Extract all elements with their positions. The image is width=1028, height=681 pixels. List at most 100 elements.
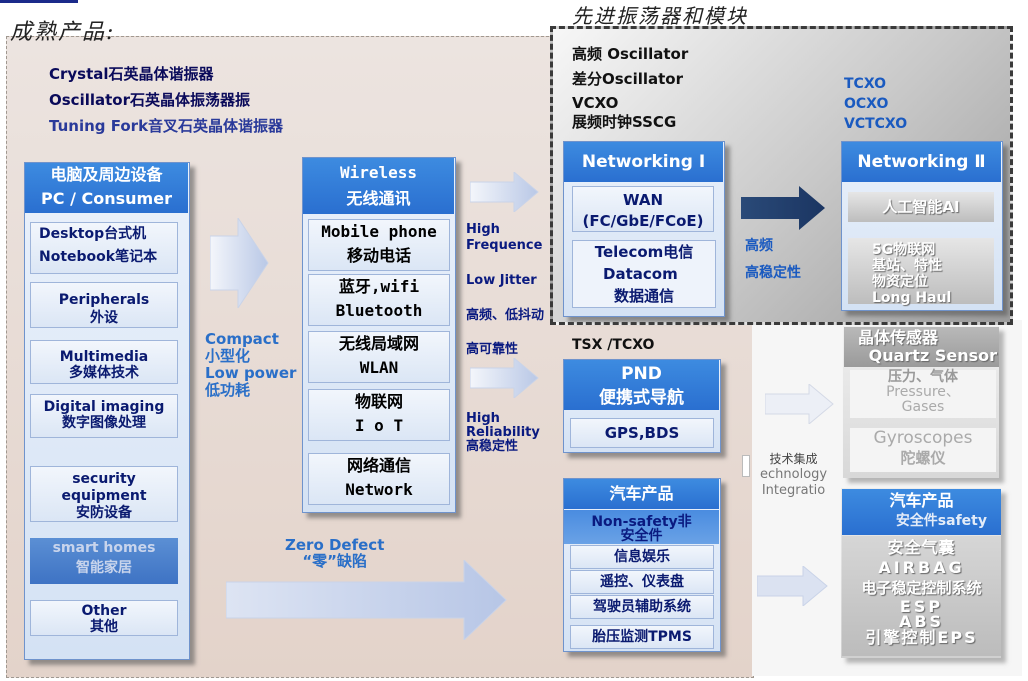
auto-item-tpms: 胎压监测TPMS [570,625,714,649]
pc-header-en: PC / Consumer [41,189,172,208]
arrow-to-auto-safety-icon [757,566,829,606]
feature-high-frequence: High Frequence [466,222,542,254]
net-mid-text: 高频 高稳定性 [745,233,801,287]
product-lines: Crystal石英晶体谐振器 Oscillator石英晶体振荡器振 Tuning… [49,61,283,139]
auto-non-safety-header: 汽车产品 [564,479,719,509]
pc-item-security-label2: equipment [61,488,147,504]
advanced-list-item-4: 展频时钟SSCG [572,113,677,131]
wan-label: WAN [622,191,664,209]
quartz-sensor-header: 晶体传感器 Quartz Sensor [844,327,999,367]
tech-bracket [742,455,750,477]
feature-high-reliability-cn: 高可靠性 [466,342,519,357]
wireless-header-cn: 无线通讯 [346,189,411,208]
pnd-header: PND 便携式导航 [564,360,719,410]
feature-low-jitter: Low Jitter [466,273,537,288]
wireless-item-bluetooth-label: 蓝牙,wifi [338,277,420,296]
pnd-gps-bds: GPS,BDS [570,418,714,448]
pc-item-security-sub: 安防设备 [76,505,132,521]
pc-item-other-sub: 其他 [90,619,118,635]
auto-item-infotainment: 信息娱乐 [570,545,714,569]
feature-high: High [466,222,500,237]
wireless-item-iot-sub: I o T [354,416,404,435]
wireless-item-network-label: 网络通信 [346,456,411,475]
pc-item-multimedia-label: Multimedia [59,349,149,365]
pc-item-other-label: Other [81,603,127,619]
wireless-item-mobile-sub: 移动电话 [346,246,411,265]
feature-reliability: Reliability [466,425,540,440]
compact-low-power-text: Compact 小型化 Low power 低功耗 [205,331,296,399]
datacom-label: Datacom [603,265,678,283]
wireless-header: Wireless 无线通讯 [303,158,454,214]
sensor-gyroscopes-en: Gyroscopes [873,428,973,448]
networking-2-items: 5G物联网 基站、特性 物资定位 Long Haul [848,238,994,306]
compact-label: Compact [205,330,279,348]
auto-safety-header: 汽车产品 安全件safety [842,489,1001,535]
safety-item-airbag: AIRBAG [878,558,965,577]
pc-item-desktop-sub: Notebook笔记本 [39,249,158,265]
sensor-gases: Gases [901,399,945,415]
networking-1-telecom: Telecom电信 Datacom 数据通信 [572,240,716,308]
networking-2-header: Networking Ⅱ [842,142,1001,182]
sensor-pressure: 压力、气体 Pressure、 Gases [850,370,996,418]
pc-item-multimedia-sub: 多媒体技术 [69,365,139,381]
product-line-tuning-fork: Tuning Fork音叉石英晶体谐振器 [49,117,284,135]
auto-item-remote-dashboard: 遥控、仪表盘 [570,570,714,594]
pc-item-desktop-label: Desktop台式机 [39,226,147,242]
zero-defect-sub: “零”缺陷 [302,552,368,570]
pc-item-peripherals: Peripherals 外设 [30,282,178,328]
net2-item-positioning: 物资定位 [872,274,928,290]
wireless-header-en: Wireless [339,163,418,182]
pc-item-digital-imaging: Digital imaging 数字图像处理 [30,394,178,438]
sensor-header-cn: 晶体传感器 [858,328,939,347]
wireless-item-bluetooth-sub: Bluetooth [335,301,423,320]
non-safety-label: Non-safety非 [591,514,692,530]
pc-item-other: Other 其他 [30,600,178,636]
pc-item-security-label: security [72,471,136,487]
pc-item-peripherals-label: Peripherals [58,292,150,308]
feature-high-stability-cn: 高稳定性 [466,439,519,454]
tsx-tcxo-label: TSX /TCXO [572,337,655,353]
arrow-to-sensor-icon [765,384,835,424]
zero-defect-text: Zero Defect “零”缺陷 [285,537,384,569]
low-power-label: Low power [205,364,297,382]
sensor-gyroscopes-cn: 陀螺仪 [900,449,946,467]
networking-2-ai: 人工智能AI [848,192,994,222]
sensor-pressure-en: Pressure、 [886,384,960,400]
wireless-item-wlan: 无线局域网 WLAN [308,331,450,383]
net2-item-long-haul: Long Haul [872,290,952,306]
vctcxo-item: VCTCXO [844,116,908,132]
tech-integration-en-2: Integratio [761,483,826,498]
wan-sub: (FC/GbE/FCoE) [582,212,704,230]
wireless-item-network: 网络通信 Network [308,453,450,505]
safety-item-airbag-cn: 安全气囊 [887,538,956,557]
mature-products-title: 成熟产品: [10,20,116,45]
auto-non-safety-sub: Non-safety非 安全件 [564,510,719,544]
wireless-item-iot-label: 物联网 [354,392,403,411]
pc-item-multimedia: Multimedia 多媒体技术 [30,340,178,384]
sensor-header-en: Quartz Sensor [868,346,997,365]
sensor-pressure-cn: 压力、气体 [888,369,958,385]
networking-1-wan: WAN (FC/GbE/FCoE) [572,186,714,232]
arrow-net1-to-net2-icon [741,186,827,230]
feature-high-2: High [466,411,500,426]
pnd-header-cn: 便携式导航 [599,388,684,408]
pc-item-smart-homes-label: smart homes [52,540,156,556]
pc-item-desktop: Desktop台式机 Notebook笔记本 [30,222,178,274]
feature-frequence: Frequence [466,238,543,253]
non-safety-sub: 安全件 [620,528,663,544]
auto-item-driver-assist: 驾驶员辅助系统 [570,595,714,619]
advanced-products-title: 先进振荡器和模块 [572,4,748,28]
product-line-oscillator: Oscillator石英晶体振荡器振 [49,91,250,109]
auto-safety-header-sub: 安全件safety [895,513,987,529]
advanced-oscillator-list: 高频 Oscillator 差分Oscillator VCXO 展频时钟SSCG [572,42,688,132]
feature-high-reliability: High Reliability 高稳定性 [466,412,540,454]
auto-safety-items: 安全气囊 AIRBAG 电子稳定控制系统 ESP ABS 引擎控制EPS [842,536,1001,656]
wireless-item-iot: 物联网 I o T [308,389,450,441]
advanced-list-item-3: VCXO [572,94,619,112]
pc-consumer-header: 电脑及周边设备 PC / Consumer [25,163,188,213]
tech-integration-en-1: echnology [760,467,828,482]
pc-header-cn: 电脑及周边设备 [50,165,163,184]
wireless-item-mobile: Mobile phone 移动电话 [308,219,450,271]
arrow-wireless-to-pnd-icon [470,358,540,398]
pc-item-peripherals-sub: 外设 [90,310,118,326]
